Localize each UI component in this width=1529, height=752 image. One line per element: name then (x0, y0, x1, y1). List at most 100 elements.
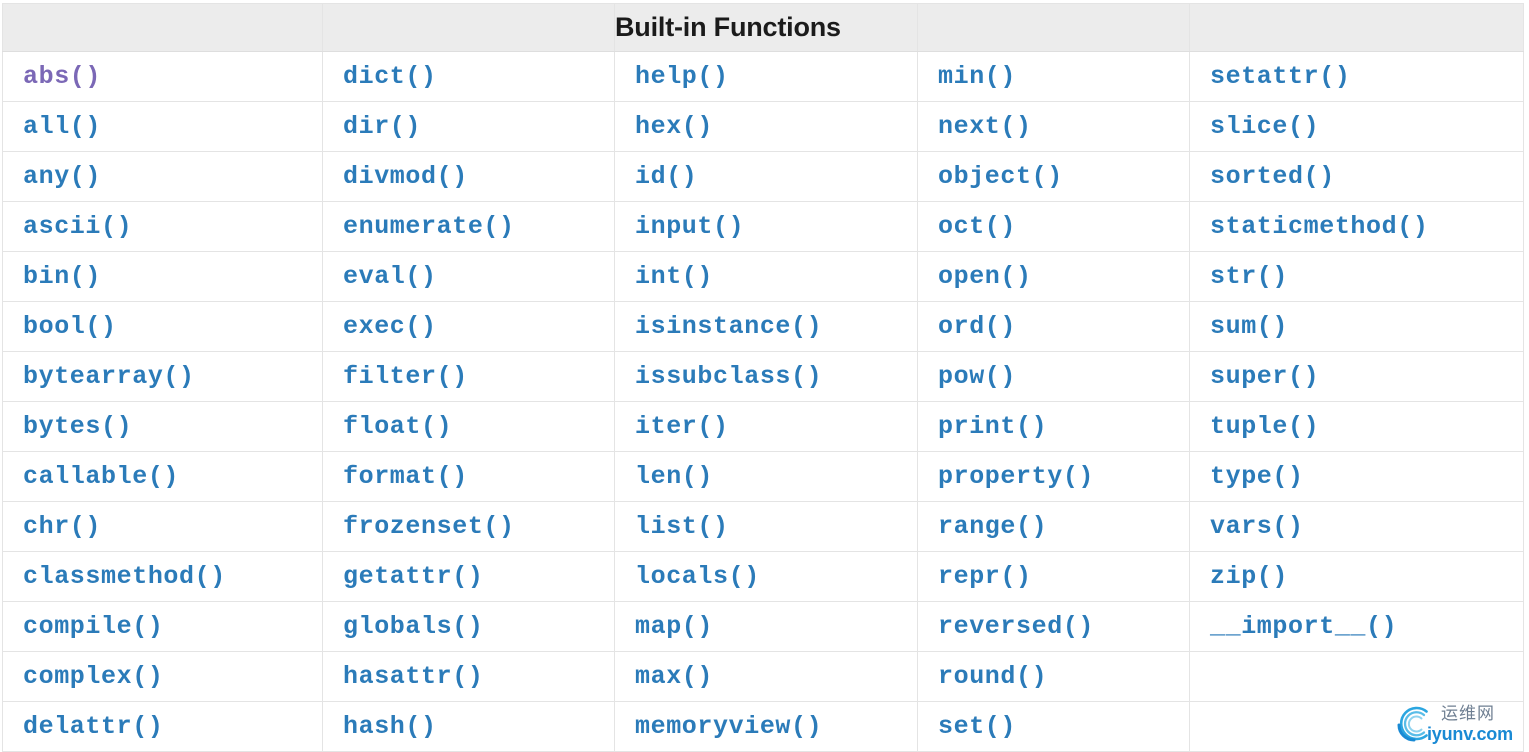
function-link[interactable]: ord() (918, 302, 1189, 351)
function-link[interactable]: __import__() (1190, 602, 1523, 651)
function-link[interactable]: globals() (323, 602, 614, 651)
function-link[interactable]: delattr() (3, 702, 322, 751)
table-row: callable()format()len()property()type() (3, 452, 1524, 502)
function-link[interactable]: frozenset() (323, 502, 614, 551)
function-link[interactable]: max() (615, 652, 917, 701)
table-row: delattr()hash()memoryview()set() (3, 702, 1524, 752)
function-link[interactable]: compile() (3, 602, 322, 651)
function-cell: chr() (3, 502, 323, 552)
function-link[interactable]: help() (615, 52, 917, 101)
function-link[interactable]: zip() (1190, 552, 1523, 601)
function-link[interactable]: min() (918, 52, 1189, 101)
function-link[interactable]: super() (1190, 352, 1523, 401)
function-link[interactable]: tuple() (1190, 402, 1523, 451)
function-link[interactable]: round() (918, 652, 1189, 701)
function-link[interactable]: setattr() (1190, 52, 1523, 101)
function-cell: format() (323, 452, 615, 502)
function-cell: iter() (615, 402, 918, 452)
function-cell: abs() (3, 52, 323, 102)
function-link[interactable]: filter() (323, 352, 614, 401)
function-link[interactable]: all() (3, 102, 322, 151)
function-link[interactable]: len() (615, 452, 917, 501)
function-link[interactable]: repr() (918, 552, 1189, 601)
function-cell: classmethod() (3, 552, 323, 602)
header-cell-empty-4 (1190, 4, 1524, 52)
function-cell: type() (1190, 452, 1524, 502)
function-cell: hasattr() (323, 652, 615, 702)
function-link[interactable]: ascii() (3, 202, 322, 251)
table-row: complex()hasattr()max()round() (3, 652, 1524, 702)
function-cell: bytes() (3, 402, 323, 452)
function-link[interactable]: bytearray() (3, 352, 322, 401)
function-link[interactable]: memoryview() (615, 702, 917, 751)
function-link[interactable]: set() (918, 702, 1189, 751)
function-link[interactable]: object() (918, 152, 1189, 201)
function-link[interactable]: complex() (3, 652, 322, 701)
function-link[interactable]: dict() (323, 52, 614, 101)
function-cell: reversed() (918, 602, 1190, 652)
function-link[interactable]: str() (1190, 252, 1523, 301)
function-link[interactable]: float() (323, 402, 614, 451)
function-link[interactable]: abs() (3, 52, 322, 101)
function-link[interactable]: oct() (918, 202, 1189, 251)
function-link[interactable]: hex() (615, 102, 917, 151)
function-link[interactable]: hash() (323, 702, 614, 751)
function-link[interactable]: list() (615, 502, 917, 551)
function-link[interactable]: iter() (615, 402, 917, 451)
function-link[interactable]: divmod() (323, 152, 614, 201)
function-link[interactable]: sorted() (1190, 152, 1523, 201)
function-link[interactable]: callable() (3, 452, 322, 501)
function-link[interactable]: locals() (615, 552, 917, 601)
function-link[interactable]: open() (918, 252, 1189, 301)
function-cell: ord() (918, 302, 1190, 352)
function-link[interactable]: hasattr() (323, 652, 614, 701)
function-cell: zip() (1190, 552, 1524, 602)
function-link[interactable]: format() (323, 452, 614, 501)
table-row: abs()dict()help()min()setattr() (3, 52, 1524, 102)
function-link[interactable]: bin() (3, 252, 322, 301)
function-link[interactable]: dir() (323, 102, 614, 151)
function-link[interactable]: classmethod() (3, 552, 322, 601)
function-cell: min() (918, 52, 1190, 102)
function-link[interactable]: enumerate() (323, 202, 614, 251)
function-link[interactable]: print() (918, 402, 1189, 451)
function-link[interactable]: any() (3, 152, 322, 201)
function-link[interactable]: sum() (1190, 302, 1523, 351)
function-cell: bytearray() (3, 352, 323, 402)
function-link[interactable]: property() (918, 452, 1189, 501)
function-cell: staticmethod() (1190, 202, 1524, 252)
function-link[interactable]: pow() (918, 352, 1189, 401)
function-link[interactable]: issubclass() (615, 352, 917, 401)
function-cell: help() (615, 52, 918, 102)
function-link[interactable]: reversed() (918, 602, 1189, 651)
function-cell: int() (615, 252, 918, 302)
function-link[interactable]: exec() (323, 302, 614, 351)
function-cell: object() (918, 152, 1190, 202)
function-link[interactable]: slice() (1190, 102, 1523, 151)
function-cell: hex() (615, 102, 918, 152)
function-link[interactable]: id() (615, 152, 917, 201)
table-header-row: Built-in Functions (3, 4, 1524, 52)
page-title: Built-in Functions (615, 4, 918, 52)
function-link[interactable]: bool() (3, 302, 322, 351)
function-link[interactable]: isinstance() (615, 302, 917, 351)
function-cell: max() (615, 652, 918, 702)
function-cell: range() (918, 502, 1190, 552)
function-link[interactable]: bytes() (3, 402, 322, 451)
function-cell: __import__() (1190, 602, 1524, 652)
function-link[interactable]: next() (918, 102, 1189, 151)
function-cell: set() (918, 702, 1190, 752)
function-link[interactable]: range() (918, 502, 1189, 551)
function-link[interactable]: eval() (323, 252, 614, 301)
function-link[interactable]: int() (615, 252, 917, 301)
function-cell: any() (3, 152, 323, 202)
function-link[interactable]: type() (1190, 452, 1523, 501)
function-link[interactable]: staticmethod() (1190, 202, 1523, 251)
function-link[interactable]: vars() (1190, 502, 1523, 551)
function-cell: hash() (323, 702, 615, 752)
function-link[interactable]: chr() (3, 502, 322, 551)
function-link[interactable]: input() (615, 202, 917, 251)
function-cell: map() (615, 602, 918, 652)
function-link[interactable]: getattr() (323, 552, 614, 601)
function-link[interactable]: map() (615, 602, 917, 651)
